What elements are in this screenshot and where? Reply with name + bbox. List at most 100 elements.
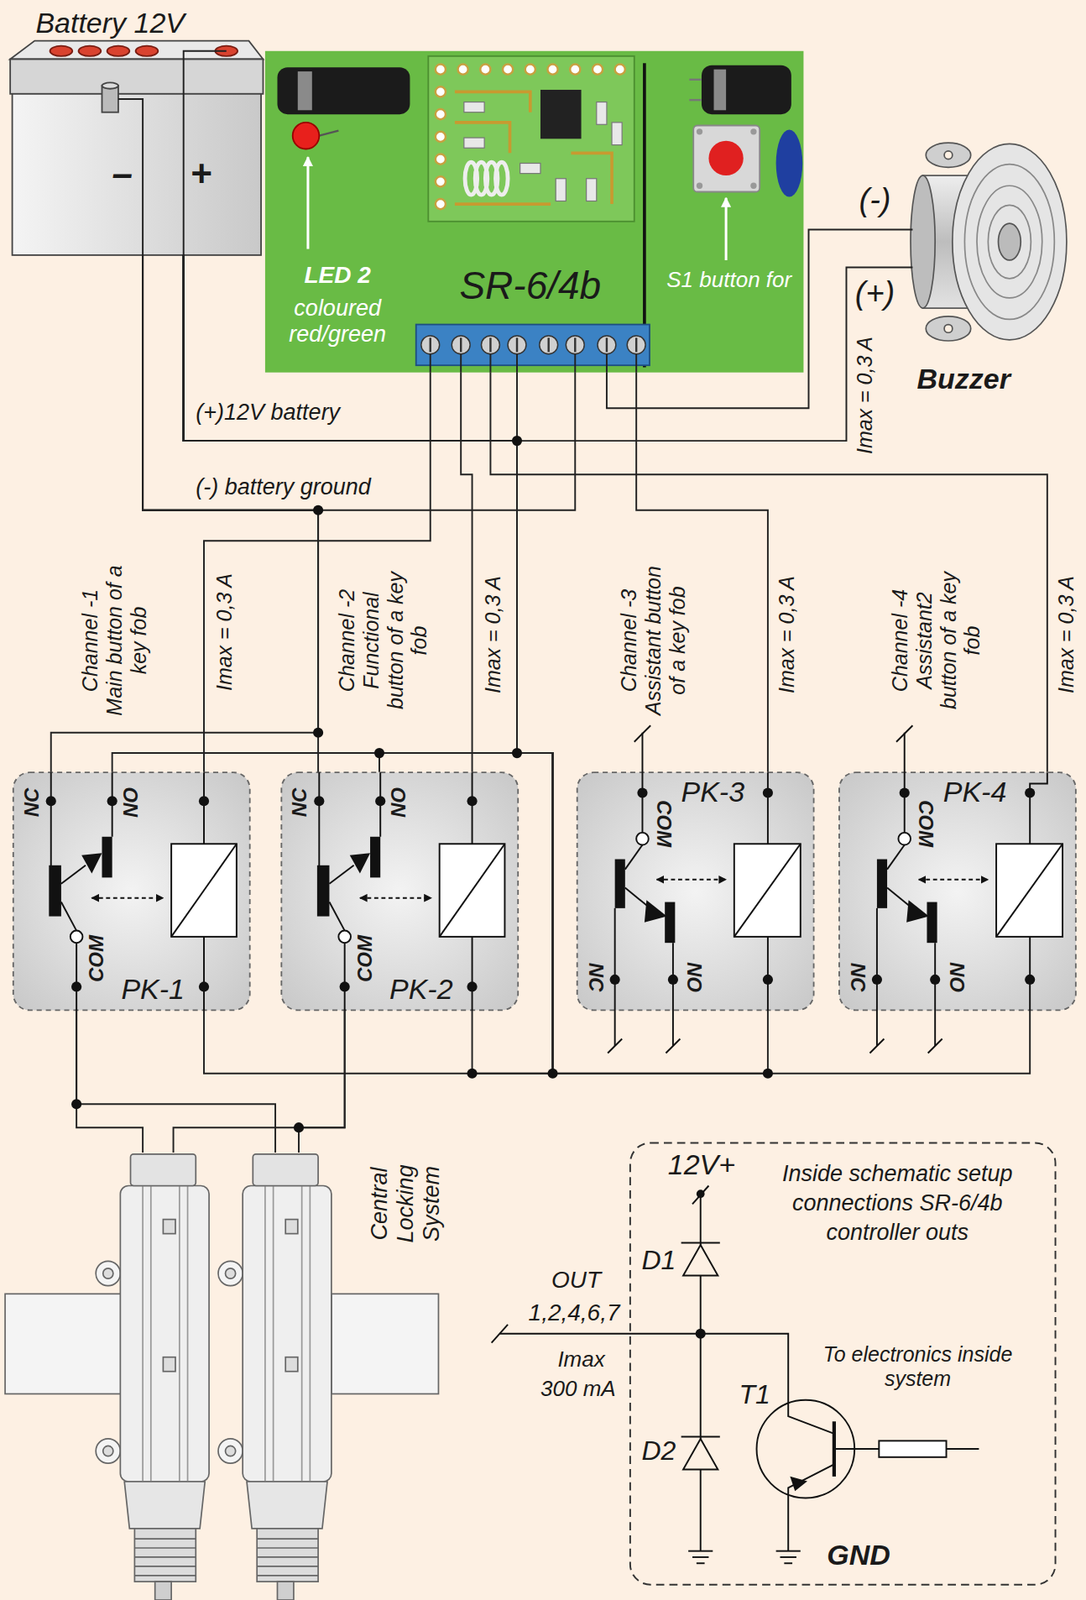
polarity-sign: –: [112, 151, 133, 195]
schematic-drawing: [834, 1447, 879, 1450]
controller-board-illustration: [458, 64, 469, 75]
schematic-drawing: [692, 1555, 709, 1558]
relay-name: PK-2: [389, 972, 454, 1006]
output-label: 300 mA: [540, 1376, 617, 1402]
current-rating: Imax = 0,3 A: [1053, 575, 1078, 694]
pin-label: COM: [915, 799, 936, 847]
controller-board-illustration: [750, 128, 757, 135]
relay-housing: [577, 772, 815, 1010]
battery-illustration: [102, 82, 119, 89]
actuator-illustration: [134, 1565, 196, 1567]
junction-dot: [313, 727, 324, 738]
wire: [173, 1009, 345, 1153]
battery-illustration: [107, 46, 131, 57]
relay-symbol: [102, 836, 113, 878]
schematic-drawing: [791, 1477, 806, 1490]
controller-board-illustration: [489, 337, 491, 352]
buzzer-illustration: [976, 185, 1043, 298]
actuator-illustration: [134, 1555, 196, 1558]
junction-dot: [762, 1068, 773, 1079]
controller-board-illustration: [626, 335, 646, 355]
pin-label: NC: [847, 962, 868, 993]
pin-label: COM: [355, 934, 376, 982]
controller-board-illustration: [435, 109, 446, 120]
controller-board-illustration: [547, 337, 549, 352]
controller-board-illustration: [635, 354, 637, 373]
actuator-illustration: [5, 1293, 125, 1394]
wire: [51, 255, 319, 773]
controller-board-illustration: [615, 64, 626, 75]
junction-dot: [695, 1328, 706, 1339]
schematic-drawing: [783, 1561, 793, 1564]
relay-symbol: [1029, 772, 1048, 793]
wire-label: (+)12V battery: [195, 400, 340, 427]
actuator-illustration: [150, 1185, 152, 1482]
actuator-illustration: [155, 1581, 172, 1600]
output-label: OUT: [551, 1266, 601, 1294]
wire: [183, 255, 768, 1074]
relay-box: NCNOCOMPK-2: [281, 772, 518, 1010]
actuator-illustration: [162, 1357, 176, 1372]
relay-symbol: [46, 772, 237, 1010]
relay-housing: [281, 772, 518, 1010]
controller-board-illustration: [540, 89, 582, 139]
junction-dot: [466, 1068, 477, 1079]
controller-board-illustration: [430, 354, 637, 373]
controller-board-illustration: [555, 178, 566, 202]
junction-dot: [313, 505, 324, 516]
battery-illustration: [183, 51, 227, 256]
relay-symbol: [91, 897, 163, 899]
actuator-illustration: [141, 1185, 144, 1482]
controller-board-illustration: [430, 337, 637, 352]
controller-board-illustration: [480, 64, 491, 75]
relay-symbol: [607, 1038, 622, 1053]
device-label: Central Locking System: [366, 1157, 445, 1249]
relay-box: PK-3COMNCNO: [577, 772, 815, 1010]
wire: [112, 255, 517, 773]
controller-board-illustration: [297, 71, 313, 110]
relay-symbol: [634, 725, 651, 742]
relay-symbol: [610, 787, 773, 985]
controller-board-illustration: [451, 335, 470, 355]
actuator-illustration: [218, 1153, 332, 1600]
controller-board-illustration: [569, 64, 580, 75]
controller-board-illustration: [574, 354, 576, 373]
wire: [183, 255, 554, 1074]
pin-label: COM: [653, 799, 674, 847]
actuator-illustration: [187, 1185, 189, 1482]
controller-board-illustration: [435, 131, 446, 142]
relay-symbol: [171, 843, 237, 937]
relay-housing: [13, 772, 251, 1010]
schematic-box: 12V+Inside schematic setup connections S…: [630, 1142, 1056, 1584]
controller-board-illustration: [776, 129, 804, 197]
relay-symbol: [668, 974, 679, 985]
actuator-illustration: [134, 1574, 196, 1577]
controller-board-illustration: [421, 335, 440, 355]
note-text: To electronics inside system: [798, 1341, 1039, 1391]
controller-board-illustration: [435, 64, 446, 75]
controller-board-illustration: [435, 176, 446, 187]
channel-label: Channel -2 Functional button of a key fo…: [334, 563, 431, 717]
actuator-illustration: [95, 1438, 121, 1463]
relay-symbol: [664, 902, 675, 944]
controller-board-illustration: [459, 337, 462, 352]
schematic-drawing: [491, 1142, 1056, 1584]
relay-symbol: [665, 1038, 680, 1053]
relay-symbol: [641, 732, 643, 833]
junction-dot: [547, 1068, 558, 1079]
buzzer-illustration: [964, 164, 1055, 320]
relay-symbol: [198, 795, 209, 806]
relay-symbol: [767, 792, 769, 844]
buzzer-illustration: [952, 143, 1067, 340]
schematic-drawing: [699, 1274, 702, 1438]
junction-dot: [71, 435, 773, 1339]
schematic-drawing: [946, 1447, 980, 1450]
battery-illustration: [10, 41, 263, 60]
schematic-drawing: [499, 1332, 700, 1335]
battery-illustration: [78, 46, 102, 57]
relay-symbol: [75, 942, 78, 1010]
controller-board-illustration: [605, 354, 608, 373]
schematic-drawing: [491, 1324, 508, 1343]
relay-box: PK-4COMNCNO: [839, 772, 1076, 1010]
junction-dot: [71, 1098, 82, 1109]
